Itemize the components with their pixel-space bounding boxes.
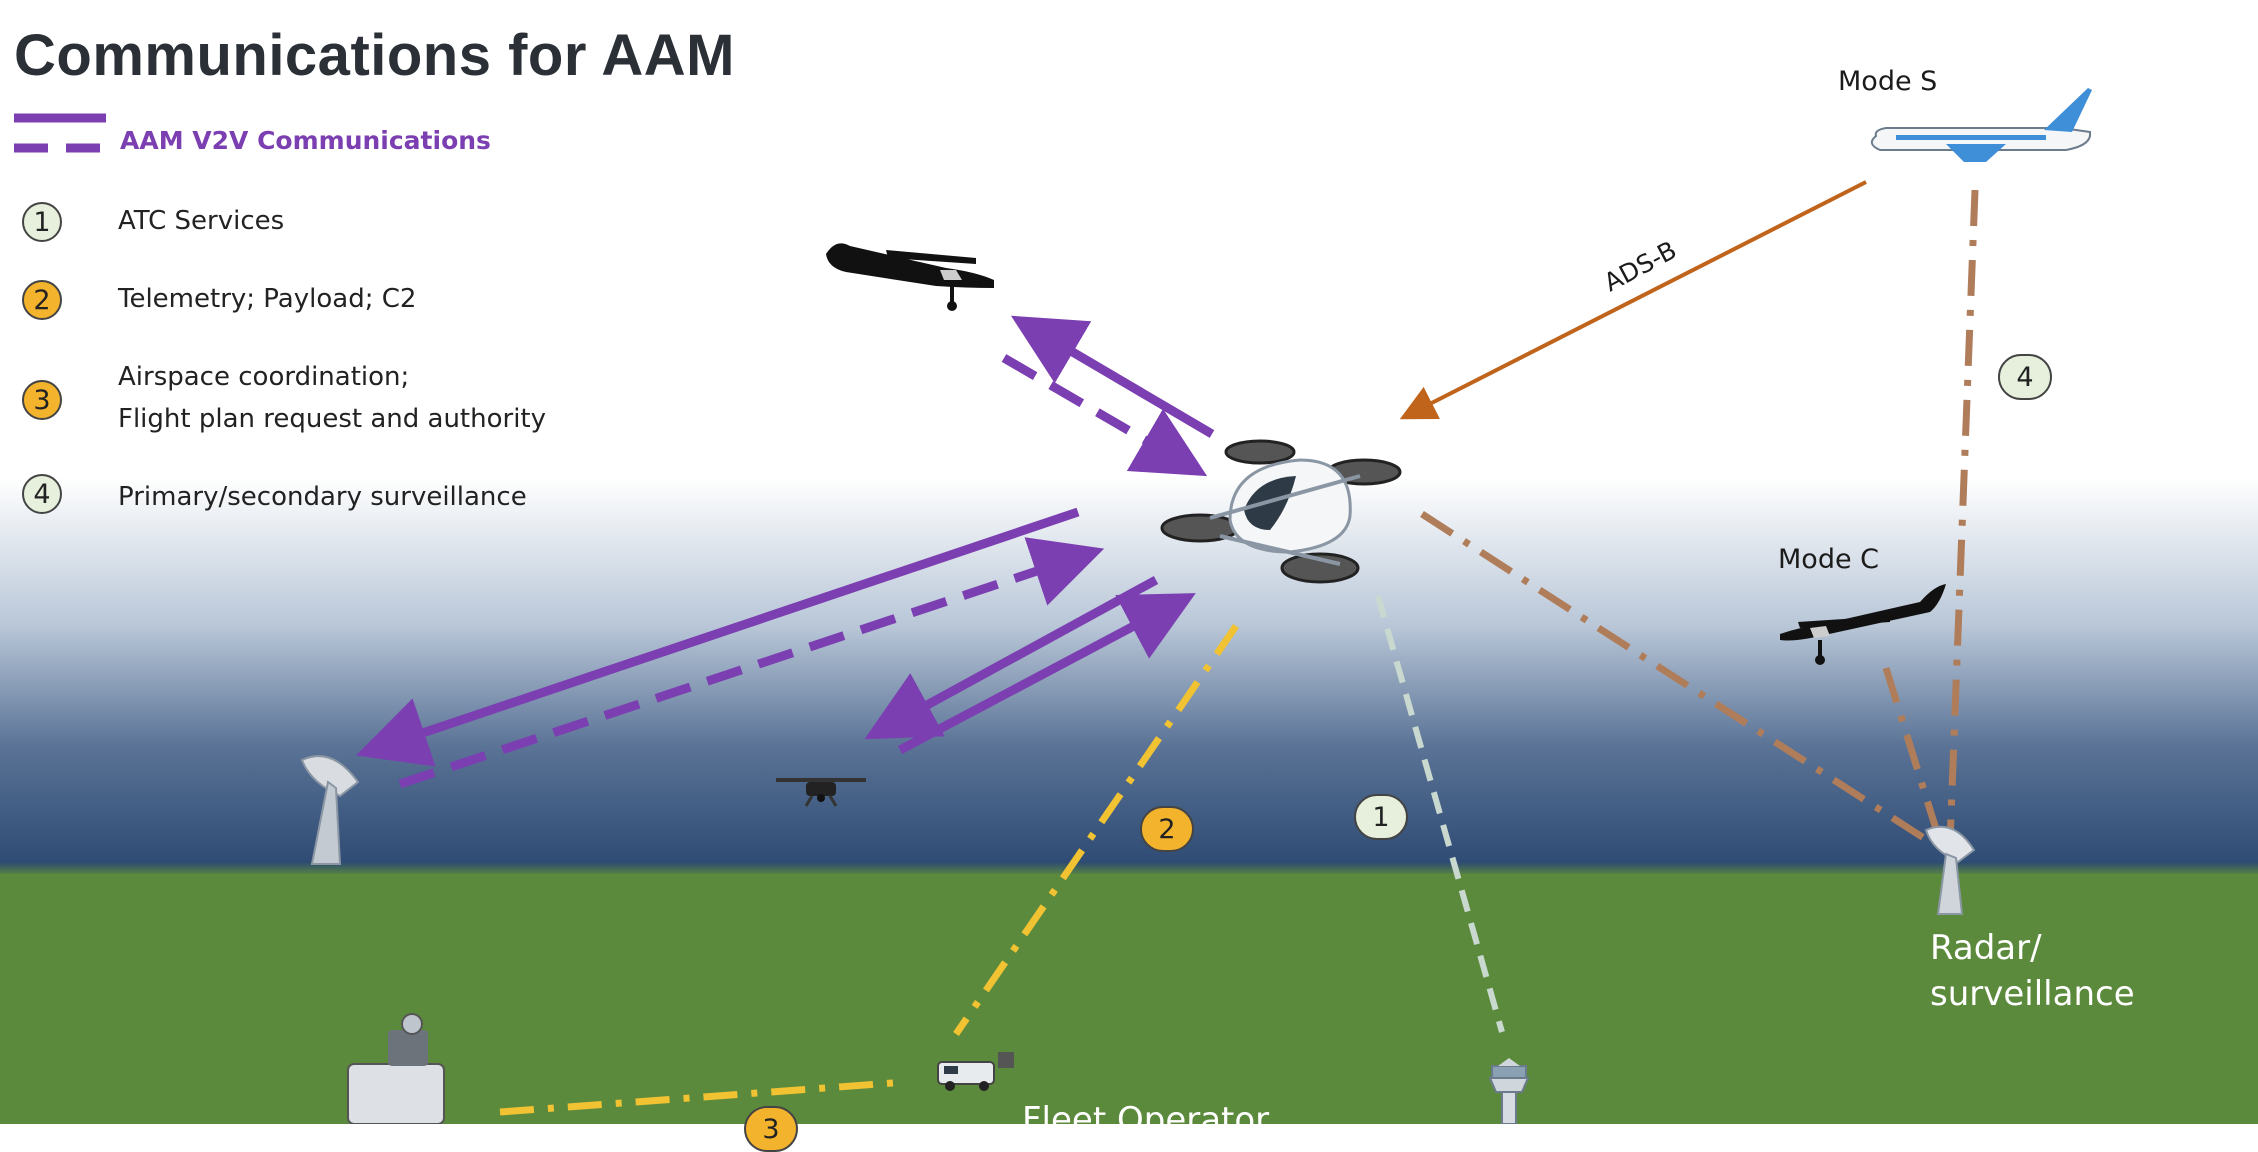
legend-badge-3: 3 bbox=[22, 380, 62, 420]
legend-text-surveillance: Primary/secondary surveillance bbox=[118, 482, 527, 512]
light-aircraft-modec-icon bbox=[1780, 584, 1946, 665]
page-title: Communications for AAM bbox=[14, 23, 735, 88]
ground-station-vehicle-icon bbox=[347, 1013, 445, 1124]
horizon-band bbox=[0, 862, 2258, 876]
fleet-operator-label: Fleet Operator bbox=[1022, 1100, 1270, 1140]
v2v-dashed-arrow-to-evtol-2 bbox=[398, 537, 1105, 789]
mode-c-label: Mode C bbox=[1778, 544, 1879, 575]
evtol-air-taxi-icon bbox=[1160, 439, 1402, 584]
ground-background bbox=[0, 874, 2258, 1124]
adsb-link-line bbox=[1399, 180, 1867, 420]
airspace-badge: 3 bbox=[744, 1106, 798, 1152]
radar-dish-icon bbox=[1924, 825, 1976, 915]
legend-text-airspace-line2: Flight plan request and authority bbox=[118, 404, 547, 434]
telemetry-link-line bbox=[953, 624, 1239, 1036]
legend-text-telemetry: Telemetry; Payload; C2 bbox=[118, 284, 417, 314]
legend-badge-4: 4 bbox=[22, 474, 62, 514]
surveillance-badge: 4 bbox=[1998, 354, 2052, 400]
atc-badge: 1 bbox=[1354, 794, 1408, 840]
telemetry-badge: 2 bbox=[1140, 806, 1194, 852]
v2v-dashed-arrow-to-evtol-1 bbox=[1001, 354, 1208, 477]
legend-badge-2: 2 bbox=[22, 280, 62, 320]
dish-antenna-left-icon bbox=[300, 755, 360, 865]
mode-s-label: Mode S bbox=[1838, 66, 1938, 97]
legend-text-airspace-line1: Airspace coordination; bbox=[118, 362, 410, 392]
surveillance-link-modec bbox=[1882, 666, 1944, 844]
surveillance-link-airliner bbox=[1946, 189, 1979, 843]
v2v-solid-arrow-to-dish bbox=[355, 507, 1080, 767]
legend-v2v-label: AAM V2V Communications bbox=[120, 126, 491, 155]
surveillance-link-eVTOL bbox=[1420, 511, 1932, 845]
fleet-operator-vehicle-icon bbox=[937, 1052, 1014, 1091]
drone-icon bbox=[776, 778, 866, 807]
radar-surveillance-label-line1: Radar/ bbox=[1930, 928, 2042, 968]
airliner-icon bbox=[1870, 88, 2092, 162]
atc-link-line bbox=[1375, 595, 1505, 1033]
light-aircraft-upper-icon bbox=[826, 243, 994, 311]
control-tower-icon bbox=[1488, 1058, 1530, 1124]
diagram-canvas: ADS-B bbox=[0, 0, 2258, 1124]
v2v-solid-arrow-to-drone bbox=[864, 576, 1159, 740]
v2v-solid-arrow-to-evtol-3 bbox=[897, 593, 1196, 754]
radar-surveillance-label-line2: surveillance bbox=[1930, 974, 2135, 1014]
legend-badge-1: 1 bbox=[22, 202, 62, 242]
legend-text-atc-services: ATC Services bbox=[118, 206, 285, 236]
